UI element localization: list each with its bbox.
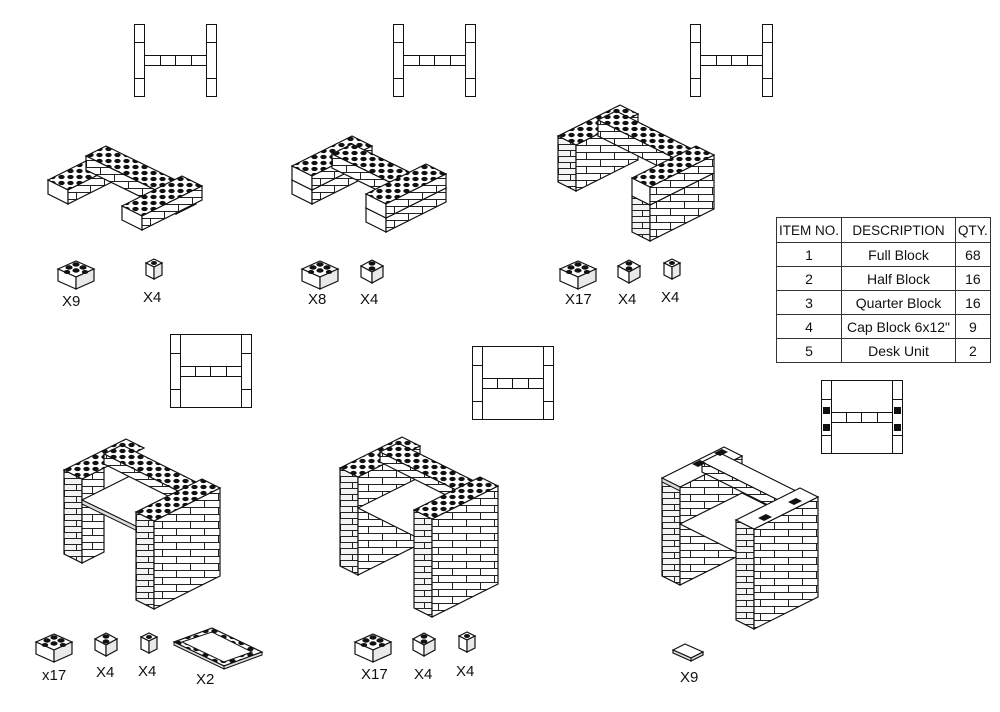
half-block-icon	[360, 259, 384, 284]
bom-header-qty: QTY.	[955, 217, 991, 243]
bom-qty: 68	[955, 242, 991, 267]
qty-label: X4	[138, 663, 156, 680]
step-2-assembly	[291, 135, 447, 233]
step-5-plan-view	[472, 346, 554, 420]
bom-header-description: DESCRIPTION	[841, 217, 956, 243]
qty-label: X4	[414, 666, 432, 683]
qty-label: X2	[196, 671, 214, 688]
step-1	[47, 24, 217, 231]
table-row: 4 Cap Block 6x12" 9	[776, 314, 991, 339]
step-3-plan-view	[690, 24, 773, 97]
qty-label: X17	[361, 666, 388, 683]
table-row: 5 Desk Unit 2	[776, 338, 991, 363]
step-2	[291, 24, 476, 233]
bom-item-no: 4	[776, 314, 842, 339]
bom-item-no: 1	[776, 242, 842, 267]
step-3-assembly	[556, 104, 716, 242]
qty-label: X4	[618, 291, 636, 308]
step-6-plan-view	[821, 380, 903, 454]
qty-label: X4	[661, 289, 679, 306]
quarter-block-icon	[140, 632, 158, 654]
full-block-icon	[354, 633, 392, 663]
cap-block-icon	[672, 643, 704, 662]
qty-label: X9	[62, 293, 80, 310]
quarter-block-icon	[663, 258, 681, 280]
bom-qty: 16	[955, 290, 991, 315]
table-row: 3 Quarter Block 16	[776, 290, 991, 315]
qty-label: X17	[565, 291, 592, 308]
quantity-labels: X9 X4 X8 X4 X17 X4 X4 x17 X4 X4 X2 X17 X…	[42, 289, 698, 688]
bom-description: Desk Unit	[841, 338, 956, 363]
bom-item-no: 2	[776, 266, 842, 291]
bill-of-materials-table: ITEM NO. DESCRIPTION QTY. 1 Full Block 6…	[776, 217, 991, 363]
half-block-icon	[412, 632, 436, 657]
bom-description: Cap Block 6x12"	[841, 314, 956, 339]
qty-label: X4	[96, 664, 114, 681]
qty-label: x17	[42, 667, 66, 684]
step-4-assembly	[62, 438, 222, 610]
qty-label: X9	[680, 669, 698, 686]
qty-label: X8	[308, 291, 326, 308]
step-6-assembly	[660, 446, 820, 630]
step-4-plan-view	[170, 334, 252, 408]
step-1-assembly	[47, 145, 203, 231]
step-3	[556, 24, 773, 242]
full-block-icon	[559, 260, 597, 290]
step-5-assembly	[338, 436, 500, 618]
bom-description: Quarter Block	[841, 290, 956, 315]
quarter-block-icon	[458, 631, 476, 653]
full-block-icon	[35, 633, 73, 663]
bom-item-no: 3	[776, 290, 842, 315]
step-5	[338, 346, 554, 618]
table-row: 1 Full Block 68	[776, 242, 991, 267]
bom-header-row: ITEM NO. DESCRIPTION QTY.	[776, 217, 991, 243]
bom-description: Half Block	[841, 266, 956, 291]
desk-unit-icon	[173, 627, 263, 670]
bom-item-no: 5	[776, 338, 842, 363]
full-block-icon	[57, 260, 95, 290]
qty-label: X4	[456, 663, 474, 680]
bom-qty: 9	[955, 314, 991, 339]
step-4	[62, 334, 252, 610]
half-block-icon	[617, 259, 641, 284]
bom-description: Full Block	[841, 242, 956, 267]
step-2-plan-view	[393, 24, 476, 97]
bom-qty: 2	[955, 338, 991, 363]
qty-label: X4	[360, 291, 378, 308]
quarter-block-icon	[145, 258, 163, 280]
half-block-icon	[94, 632, 118, 657]
step-1-plan-view	[134, 24, 217, 97]
table-row: 2 Half Block 16	[776, 266, 991, 291]
bom-header-item-no: ITEM NO.	[776, 217, 842, 243]
full-block-icon	[301, 260, 339, 290]
step-6	[660, 380, 903, 630]
bom-qty: 16	[955, 266, 991, 291]
qty-label: X4	[143, 289, 161, 306]
